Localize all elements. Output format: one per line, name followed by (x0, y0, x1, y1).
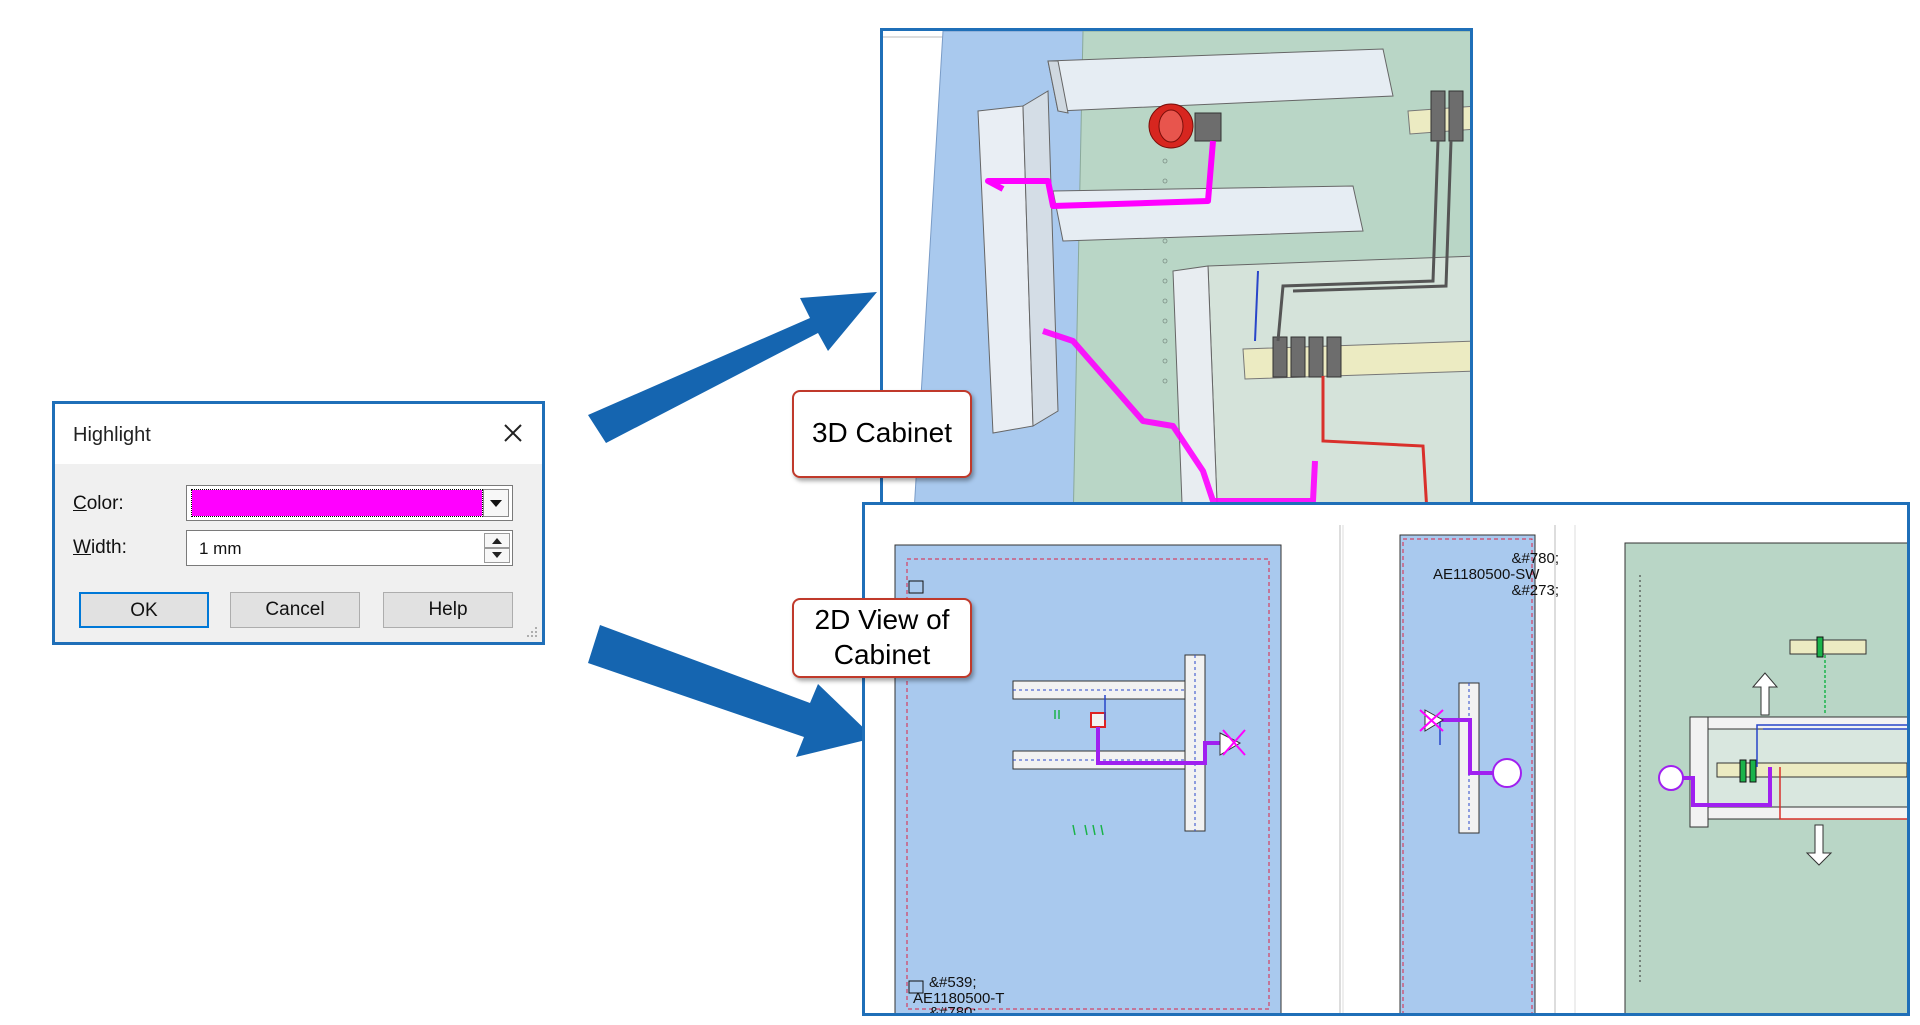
highlight-dialog: Highlight Color: Width: 1 mm OK Cancel H… (52, 401, 545, 645)
width-value: 1 mm (199, 539, 242, 558)
callout-2d-view: 2D View of Cabinet (792, 598, 972, 678)
middle-label-3: &#273; (1511, 582, 1559, 599)
color-label: Color: (73, 493, 124, 514)
color-swatch (191, 489, 483, 517)
ok-button[interactable]: OK (79, 592, 209, 628)
spin-down-button[interactable] (484, 548, 510, 563)
width-stepper[interactable] (484, 533, 510, 563)
cabinet-2d-drawing (865, 505, 1907, 1013)
close-icon[interactable] (498, 418, 528, 448)
chevron-up-icon (492, 538, 502, 544)
dropdown-button[interactable] (483, 489, 509, 517)
cancel-button[interactable]: Cancel (230, 592, 360, 628)
dialog-titlebar: Highlight (55, 404, 542, 464)
callout-3d-cabinet: 3D Cabinet (792, 390, 972, 478)
left-label-1: &#539; (929, 974, 977, 991)
width-label: Width: (73, 537, 127, 558)
cabinet-2d-view[interactable]: &#780; AE1180500-SW &#273; &#539; AE1180… (862, 502, 1910, 1016)
chevron-down-icon (490, 500, 502, 507)
middle-label-1: &#780; (1511, 550, 1559, 567)
spin-up-button[interactable] (484, 533, 510, 548)
help-button[interactable]: Help (383, 592, 513, 628)
callout-2d-line2: Cabinet (833, 639, 931, 670)
chevron-down-icon (492, 552, 502, 558)
left-label-3: &#780; (929, 1004, 977, 1016)
middle-label-2: AE1180500-SW (1433, 566, 1540, 583)
dialog-title: Highlight (73, 424, 151, 446)
color-dropdown[interactable] (186, 485, 513, 521)
left-label-2: AE1180500-T (913, 990, 1005, 1007)
callout-2d-line1: 2D View of (814, 604, 950, 635)
resize-grip-icon[interactable] (526, 626, 538, 638)
width-field[interactable]: 1 mm (186, 530, 513, 566)
